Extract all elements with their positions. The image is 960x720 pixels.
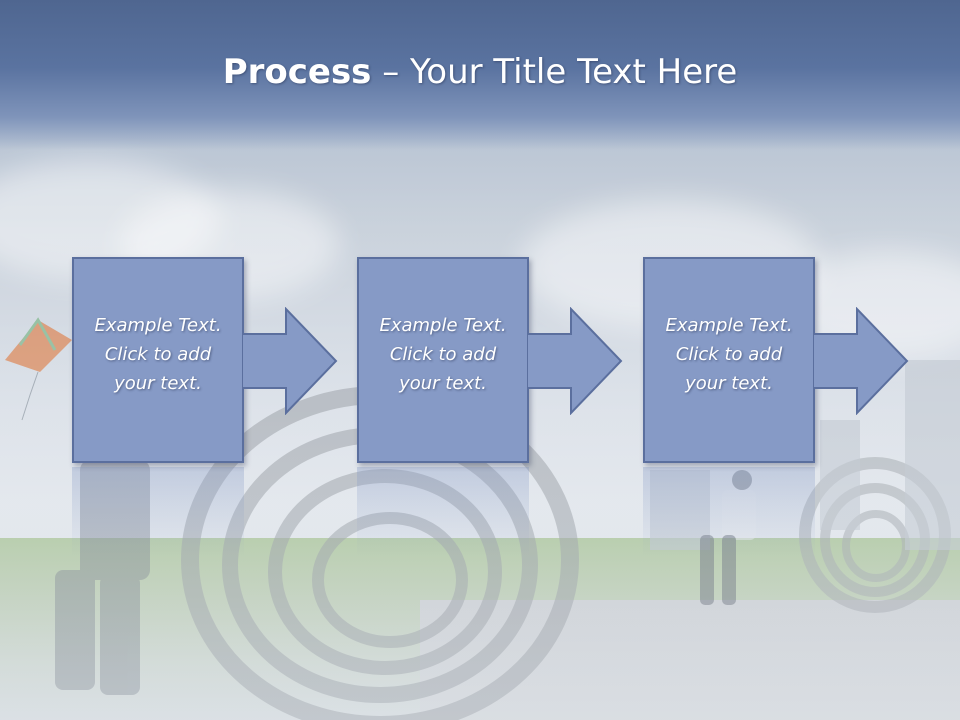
kite [5,317,72,421]
right-arrow-icon [527,307,623,415]
step-3-text: Example Text. Click to add your text. [665,315,793,394]
step-2-text: Example Text. Click to add your text. [379,315,507,394]
process-step-3[interactable]: Example Text. Click to add your text. [643,257,815,463]
step-2-reflection [357,467,529,557]
step-3-reflection [643,467,815,557]
process-step-1[interactable]: Example Text. Click to add your text. [72,257,244,463]
right-arrow-icon [813,307,909,415]
businessman-right [700,470,756,605]
title-band [0,0,960,150]
slide-title-rest: – Your Title Text Here [371,52,738,92]
businessman-left [55,460,150,695]
process-step-2[interactable]: Example Text. Click to add your text. [357,257,529,463]
right-arrow-icon [242,307,338,415]
step-1-reflection [72,467,244,557]
slide-title-bold: Process [222,52,372,92]
step-1-text: Example Text. Click to add your text. [94,315,222,394]
city-buildings [650,360,960,550]
slide-title[interactable]: Process – Your Title Text Here [0,52,960,92]
